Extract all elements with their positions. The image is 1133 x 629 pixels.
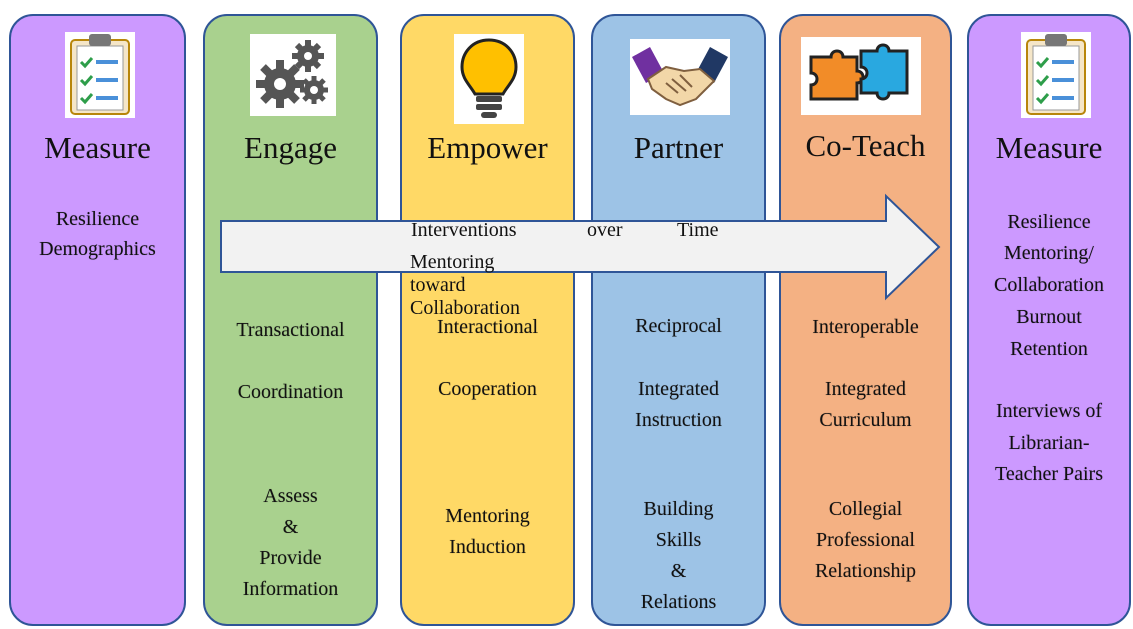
column-item: Skills [655,529,702,551]
column-item: Mentoring [445,505,530,527]
column-item: Transactional [236,319,345,341]
column-item: Mentoring/ [1004,242,1094,264]
gears-icon [250,34,336,116]
column-item: Retention [1010,338,1088,360]
column-item: Curriculum [819,409,912,431]
column-item: Relationship [814,560,917,582]
column-item: Demographics [39,238,156,260]
column-item: Induction [449,536,526,558]
column-coteach: Co-Teach Interoperable Integrated Curric… [779,14,952,626]
column-item: Interactional [436,316,539,338]
column-engage: Engage Transactional Coordination Assess… [203,14,378,626]
column-title: Empower [427,130,548,165]
column-item: Reciprocal [635,315,722,337]
arrow-shape [220,193,941,301]
column-item: Interoperable [812,316,919,338]
clipboard-checklist-icon [65,32,135,118]
clipboard-checklist-icon [1021,32,1091,118]
column-item: Librarian- [1008,432,1090,454]
column-item: Assess [263,485,318,507]
column-item: & [670,560,687,582]
column-item: Coordination [237,381,344,403]
arrow-word: over [587,219,623,241]
column-item: Collegial [828,498,903,520]
arrow-subtitle: Mentoring toward Collaboration [410,251,520,319]
column-item: & [282,516,299,538]
column-title: Partner [633,130,724,165]
column-item: Provide [259,547,322,569]
column-item: Collaboration [994,274,1104,296]
column-item: Burnout [1016,306,1082,328]
column-item: Information [242,578,339,600]
arrow-word: Interventions [411,219,517,241]
column-title: Co-Teach [805,128,926,163]
column-item: Teacher Pairs [995,463,1103,485]
column-item: Cooperation [438,378,537,400]
column-title: Engage [244,130,337,165]
handshake-icon [630,39,730,115]
column-empower: Empower Interactional Cooperation Mentor… [400,14,575,626]
column-partner: Partner Reciprocal Integrated Instructio… [591,14,766,626]
column-item: Professional [816,529,915,551]
column-item: Relations [640,591,717,613]
column-item: Integrated [637,378,720,400]
column-title: Measure [44,130,151,165]
column-item: Integrated [824,378,907,400]
column-item: Building [643,498,714,520]
arrow-word: Time [677,219,719,241]
column-item: Resilience [1007,211,1091,233]
column-measure-left: Measure Resilience Demographics [9,14,186,626]
column-item: Interviews of [995,400,1103,422]
column-item: Instruction [635,409,722,431]
column-measure-right: Measure Resilience Mentoring/ Collaborat… [967,14,1131,626]
puzzle-pieces-icon [801,37,921,115]
lightbulb-icon [454,34,524,124]
column-title: Measure [995,130,1103,165]
column-item: Resilience [55,208,140,230]
